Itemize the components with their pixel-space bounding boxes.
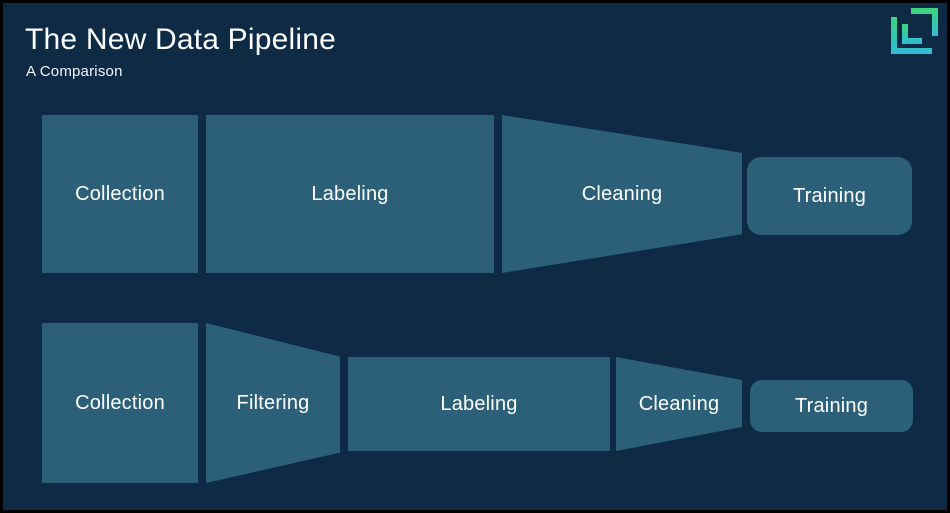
stage-label: Filtering [236,391,310,414]
stage-label: Training [794,394,869,417]
labelbox-logo-icon [891,8,938,54]
stage-label: Labeling [440,392,518,415]
stage-label: Training [792,184,867,207]
stage-cleaning-old: Cleaning [502,115,742,273]
stage-label: Cleaning [581,182,663,205]
page-title: The New Data Pipeline [25,23,337,56]
logo-outer-l [891,17,932,54]
stage-label: Labeling [311,182,389,205]
page-subtitle: A Comparison [26,63,123,80]
stage-labeling-old: Labeling [206,115,494,273]
stage-label: Collection [75,182,165,205]
stage-collection-old: Collection [42,115,198,273]
stage-cleaning-new: Cleaning [616,357,742,451]
stage-collection-new: Collection [42,323,198,483]
stage-training-old: Training [747,157,912,235]
logo-inner-l [902,24,922,44]
logo-rotated-l [911,8,938,36]
stage-label: Cleaning [638,392,720,415]
stage-label: Collection [75,391,165,414]
stage-filtering-new: Filtering [206,323,340,483]
stage-training-new: Training [750,380,913,432]
stage-labeling-new: Labeling [348,357,610,451]
